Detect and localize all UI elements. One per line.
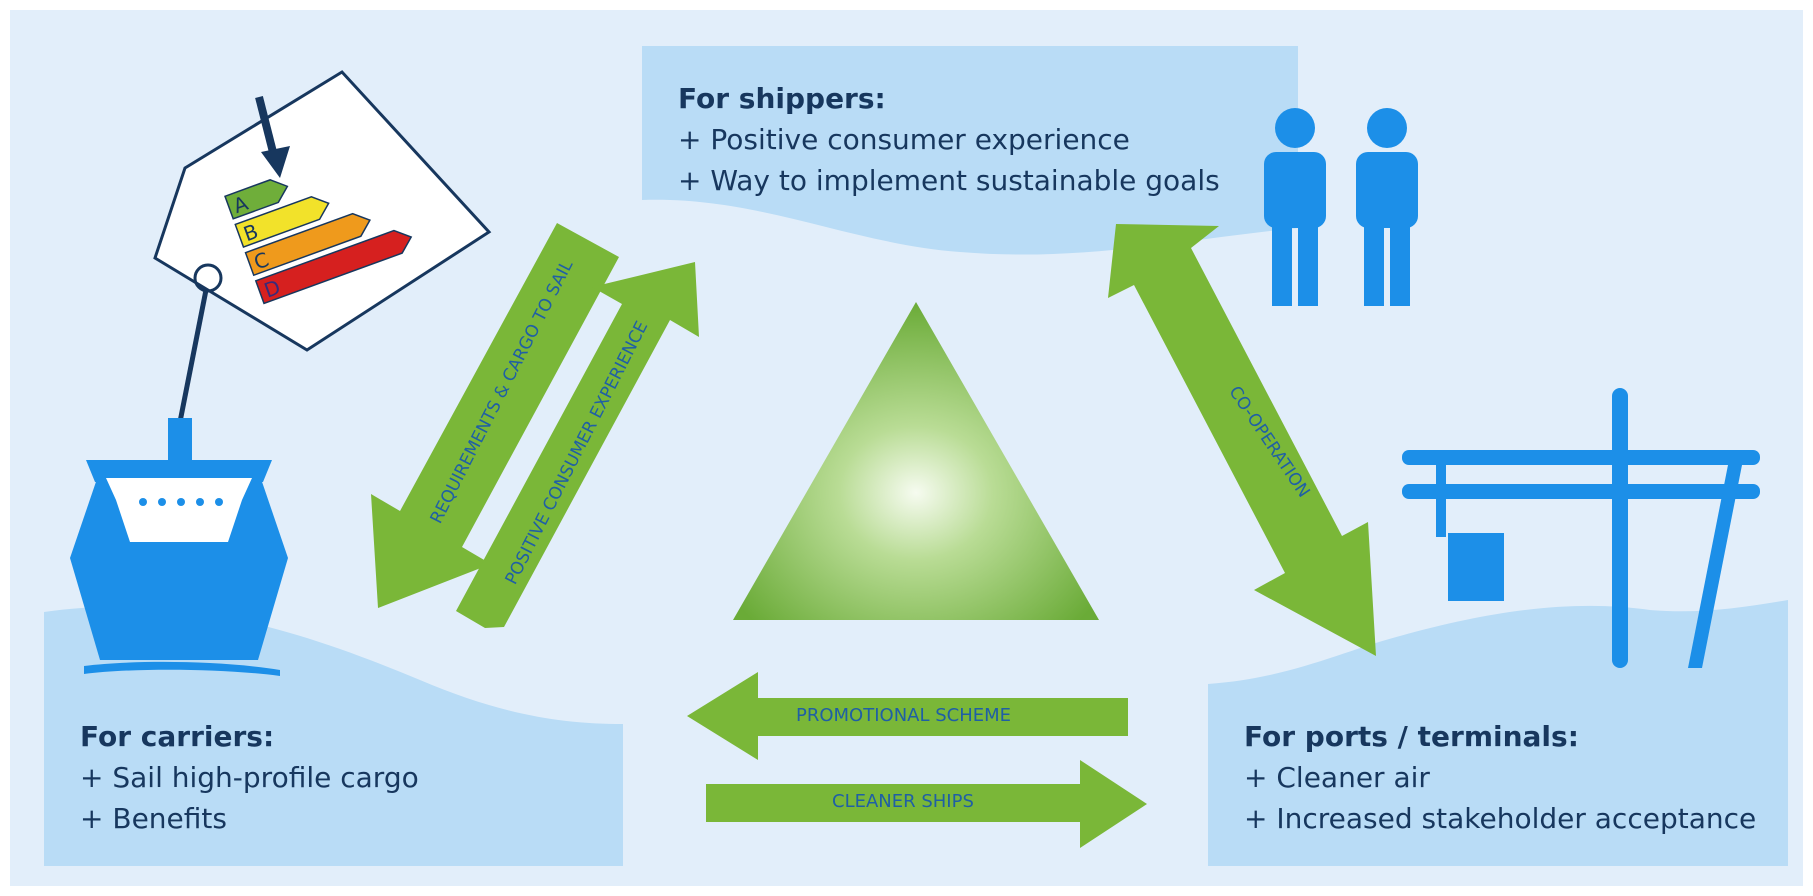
- energy-label-tag-icon: A B C D: [153, 70, 492, 433]
- arrow-cooperation: [1108, 224, 1376, 656]
- people-icon: [1264, 108, 1418, 306]
- shippers-benefit-2: + Way to implement sustainable goals: [678, 164, 1220, 197]
- ports-benefit-2: + Increased stakeholder acceptance: [1244, 802, 1757, 835]
- grade-b-bar: [234, 195, 330, 248]
- ports-benefits: For ports / terminals: + Cleaner air + I…: [1244, 716, 1756, 839]
- grade-c-bar: [244, 212, 371, 277]
- carriers-heading: For carriers:: [80, 720, 275, 753]
- grade-d-bar: [254, 229, 413, 305]
- carriers-benefit-1: + Sail high-profile cargo: [80, 761, 419, 794]
- arrow-requirements: [371, 223, 619, 608]
- shippers-panel: [642, 46, 1298, 255]
- shippers-heading: For shippers:: [678, 82, 886, 115]
- ports-benefit-1: + Cleaner air: [1244, 761, 1430, 794]
- center-triangle: [733, 302, 1099, 620]
- shippers-benefits: For shippers: + Positive consumer experi…: [678, 78, 1220, 201]
- ports-heading: For ports / terminals:: [1244, 720, 1579, 753]
- carriers-benefit-2: + Benefits: [80, 802, 227, 835]
- port-crane-icon: [1402, 388, 1760, 668]
- ports-panel: [1208, 600, 1788, 866]
- arrow-positive-experience: [456, 262, 699, 628]
- arrow-promotional-scheme: [687, 672, 1128, 760]
- grade-a-bar: [224, 179, 289, 220]
- shippers-benefit-1: + Positive consumer experience: [678, 123, 1130, 156]
- ship-icon: [70, 418, 288, 676]
- arrow-label-promotional-scheme: PROMOTIONAL SCHEME: [796, 705, 1012, 726]
- carriers-benefits: For carriers: + Sail high-profile cargo …: [80, 716, 419, 839]
- arrow-cleaner-ships: [706, 760, 1147, 848]
- arrow-label-cleaner-ships: CLEANER SHIPS: [832, 791, 974, 812]
- carriers-panel: [44, 606, 623, 866]
